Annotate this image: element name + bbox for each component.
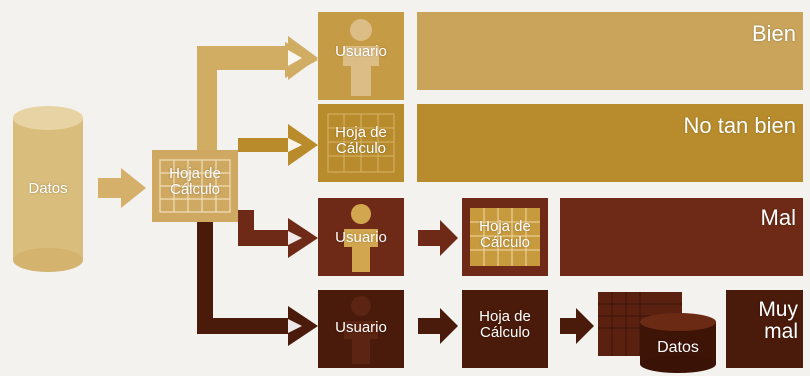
row-4-step-1-label: Usuario bbox=[335, 319, 387, 336]
database-icon bbox=[13, 106, 83, 272]
row-3-step-1-label: Usuario bbox=[335, 229, 387, 246]
row-3-outcome-bar bbox=[560, 198, 803, 276]
hub-label: Hoja de Cálculo bbox=[169, 165, 221, 198]
row-4-step-3-label: Datos bbox=[657, 339, 699, 356]
connector-hub-row-3 bbox=[238, 210, 318, 258]
connector-hub-row-2 bbox=[238, 124, 318, 166]
arrow-tip-row-4 bbox=[288, 319, 302, 333]
spreadsheet-icon bbox=[327, 113, 395, 173]
row-4-outcome-bar bbox=[726, 290, 803, 368]
row-4-step-2-box bbox=[462, 290, 548, 368]
connector-hub-row-1-head bbox=[197, 36, 318, 154]
row-1-outcome-bar bbox=[417, 12, 803, 90]
arrow-row-4-step-1 bbox=[418, 308, 458, 344]
spreadsheet-icon bbox=[152, 150, 238, 222]
connector-hub-row-4 bbox=[197, 222, 318, 346]
arrow-source-to-hub bbox=[98, 168, 146, 208]
row-3-step-2-label: Hoja de Cálculo bbox=[479, 218, 531, 251]
user-icon bbox=[344, 204, 378, 272]
arrow-tip-row-2 bbox=[288, 138, 302, 152]
arrow-tip-row-3 bbox=[288, 231, 302, 245]
arrow-row-3-step-1 bbox=[418, 220, 458, 256]
user-icon bbox=[344, 296, 378, 364]
source-label: Datos bbox=[28, 180, 68, 197]
row-3-outcome-label: Mal bbox=[760, 205, 796, 230]
row-1-step-1-label: Usuario bbox=[335, 43, 387, 60]
row-2-step-1-label: Hoja de Cálculo bbox=[335, 124, 387, 157]
row-2-outcome-label: No tan bien bbox=[683, 113, 796, 138]
row-1-outcome-label: Bien bbox=[751, 21, 796, 46]
row-2-outcome-bar bbox=[417, 104, 803, 182]
user-icon bbox=[343, 19, 379, 96]
arrow-row-4-step-2 bbox=[560, 308, 594, 344]
spreadsheet-icon bbox=[470, 208, 540, 266]
row-4-step-2-label: Hoja de Cálculo bbox=[479, 308, 531, 341]
arrow-tip-row-1 bbox=[288, 50, 302, 66]
database-icon bbox=[640, 313, 716, 373]
row-4-outcome-label: Muy mal bbox=[758, 298, 798, 344]
